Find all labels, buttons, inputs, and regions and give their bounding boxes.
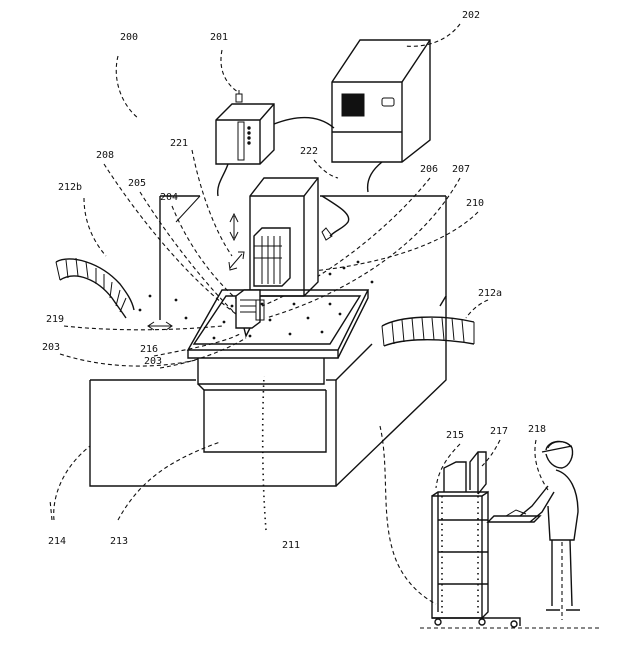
label-213: 213	[110, 536, 128, 547]
z-axis-arrow-icon	[230, 214, 238, 240]
label-202: 202	[462, 10, 480, 21]
label-212a: 212a	[478, 288, 502, 299]
display-panel	[342, 94, 364, 116]
label-208: 208	[96, 150, 114, 161]
label-201: 201	[210, 32, 228, 43]
label-204: 204	[160, 192, 178, 203]
operator-cart-215	[432, 452, 540, 627]
label-221: 221	[170, 138, 188, 149]
label-219: 219	[46, 314, 64, 325]
rack-holes	[442, 496, 478, 614]
label-217: 217	[490, 426, 508, 437]
duct-212a	[382, 317, 474, 346]
label-214: 214	[48, 536, 66, 547]
cable-221	[218, 164, 228, 196]
connector-icon	[236, 94, 242, 102]
cable-201-202	[274, 118, 334, 128]
label-203-left: 203	[42, 342, 60, 353]
label-207: 207	[452, 164, 470, 175]
duct-212b	[56, 258, 134, 318]
label-210: 210	[466, 198, 484, 209]
power-unit-202	[332, 40, 430, 162]
label-205: 205	[128, 178, 146, 189]
cable-222	[368, 162, 382, 192]
label-215: 215	[446, 430, 464, 441]
label-206: 206	[420, 164, 438, 175]
label-200: 200	[120, 32, 138, 43]
label-216: 216	[140, 344, 158, 355]
label-211: 211	[282, 540, 300, 551]
cable-to-cart	[380, 426, 436, 604]
label-212b: 212b	[58, 182, 82, 193]
x-axis-arrow-icon	[148, 322, 172, 330]
label-222: 222	[300, 146, 318, 157]
operator-218	[520, 441, 580, 620]
control-box-201	[216, 90, 274, 164]
switch-icon	[382, 98, 394, 106]
label-218: 218	[528, 424, 546, 435]
